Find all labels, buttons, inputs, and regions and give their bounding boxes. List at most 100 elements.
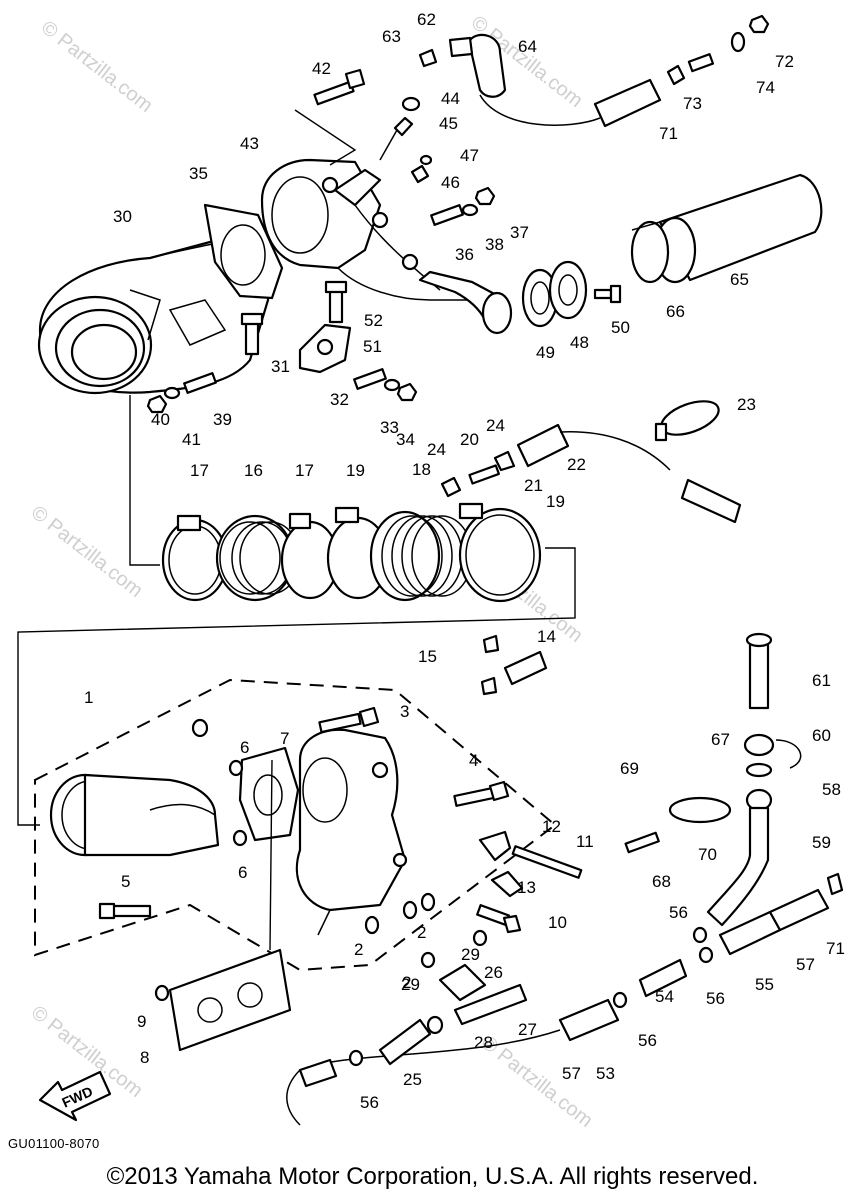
callout-31: 31 xyxy=(271,357,290,376)
callout-17: 17 xyxy=(295,461,314,480)
callout-24: 24 xyxy=(427,440,446,459)
callout-50: 50 xyxy=(611,318,630,337)
callout-24: 24 xyxy=(486,416,505,435)
callout-55: 55 xyxy=(755,975,774,994)
callout-30: 30 xyxy=(113,207,132,226)
callout-56: 56 xyxy=(638,1031,657,1050)
watermark-text: © Partzilla.com xyxy=(37,17,157,117)
callout-47: 47 xyxy=(460,146,479,165)
callout-57: 57 xyxy=(562,1064,581,1083)
callout-46: 46 xyxy=(441,173,460,192)
callout-32: 32 xyxy=(330,390,349,409)
callout-2: 2 xyxy=(402,973,411,992)
callout-19: 19 xyxy=(546,492,565,511)
callout-42: 42 xyxy=(312,59,331,78)
callout-17: 17 xyxy=(190,461,209,480)
callout-71: 71 xyxy=(826,939,845,958)
fwd-arrow-icon: FWD xyxy=(38,1070,112,1122)
callout-29: 29 xyxy=(401,975,420,994)
callout-5: 5 xyxy=(121,872,130,891)
callout-72: 72 xyxy=(775,52,794,71)
callout-13: 13 xyxy=(517,878,536,897)
callout-34: 34 xyxy=(396,430,415,449)
callout-51: 51 xyxy=(363,337,382,356)
callout-8: 8 xyxy=(140,1048,149,1067)
bottom-hose-group xyxy=(286,872,844,1126)
callout-61: 61 xyxy=(812,671,831,690)
callout-45: 45 xyxy=(439,114,458,133)
callout-53: 53 xyxy=(596,1064,615,1083)
callout-28: 28 xyxy=(474,1033,493,1052)
callout-3: 3 xyxy=(400,702,409,721)
callout-25: 25 xyxy=(403,1070,422,1089)
callout-14: 14 xyxy=(537,627,556,646)
callout-10: 10 xyxy=(548,913,567,932)
callout-7: 7 xyxy=(280,729,289,748)
callout-39: 39 xyxy=(213,410,232,429)
watermark-text: © Partzilla.com xyxy=(27,502,147,602)
callout-22: 22 xyxy=(567,455,586,474)
callout-21: 21 xyxy=(524,476,543,495)
callout-62: 62 xyxy=(417,10,436,29)
callout-68: 68 xyxy=(652,872,671,891)
callout-58: 58 xyxy=(822,780,841,799)
callout-38: 38 xyxy=(485,235,504,254)
callout-41: 41 xyxy=(182,430,201,449)
copyright-notice: ©2013 Yamaha Motor Corporation, U.S.A. A… xyxy=(106,1163,759,1190)
callout-59: 59 xyxy=(812,833,831,852)
callout-57: 57 xyxy=(796,955,815,974)
diagram-code: GU01100-8070 xyxy=(8,1136,100,1151)
exhaust-manifold-unit xyxy=(34,678,557,972)
callout-16: 16 xyxy=(244,461,263,480)
callout-23: 23 xyxy=(737,395,756,414)
callout-56: 56 xyxy=(669,903,688,922)
callout-56: 56 xyxy=(706,989,725,1008)
callout-11: 11 xyxy=(576,832,594,851)
callout-33: 33 xyxy=(380,418,399,437)
callout-1: 1 xyxy=(84,688,93,707)
callout-43: 43 xyxy=(240,134,259,153)
callout-63: 63 xyxy=(382,27,401,46)
callout-15: 15 xyxy=(418,647,437,666)
callout-12: 12 xyxy=(542,817,561,836)
callout-29: 29 xyxy=(461,945,480,964)
callout-6: 6 xyxy=(238,863,247,882)
callout-64: 64 xyxy=(518,37,537,56)
callout-2: 2 xyxy=(354,940,363,959)
callout-6: 6 xyxy=(240,738,249,757)
callout-65: 65 xyxy=(730,270,749,289)
callout-26: 26 xyxy=(484,963,503,982)
callout-69: 69 xyxy=(620,759,639,778)
callout-67: 67 xyxy=(711,730,730,749)
callout-56: 56 xyxy=(360,1093,379,1112)
callout-54: 54 xyxy=(655,987,674,1006)
water-fitting-group xyxy=(624,632,802,927)
hose-joint-assembly xyxy=(17,395,742,826)
callout-48: 48 xyxy=(570,333,589,352)
callout-40: 40 xyxy=(151,410,170,429)
callout-66: 66 xyxy=(666,302,685,321)
callout-71: 71 xyxy=(659,124,678,143)
callout-37: 37 xyxy=(510,223,529,242)
callout-19: 19 xyxy=(346,461,365,480)
callout-60: 60 xyxy=(812,726,831,745)
callout-36: 36 xyxy=(455,245,474,264)
callout-18: 18 xyxy=(412,460,431,479)
callout-44: 44 xyxy=(441,89,460,108)
lower-gasket xyxy=(154,759,292,1052)
callout-49: 49 xyxy=(536,343,555,362)
callout-2: 2 xyxy=(417,923,426,942)
callout-70: 70 xyxy=(698,845,717,864)
muffler-assembly xyxy=(37,14,823,414)
small-hose xyxy=(480,634,548,696)
callout-73: 73 xyxy=(683,94,702,113)
callout-9: 9 xyxy=(137,1012,146,1031)
callout-52: 52 xyxy=(364,311,383,330)
callout-35: 35 xyxy=(189,164,208,183)
callout-27: 27 xyxy=(518,1020,537,1039)
hardware-group xyxy=(476,830,583,934)
callout-74: 74 xyxy=(756,78,775,97)
callout-4: 4 xyxy=(469,751,478,770)
